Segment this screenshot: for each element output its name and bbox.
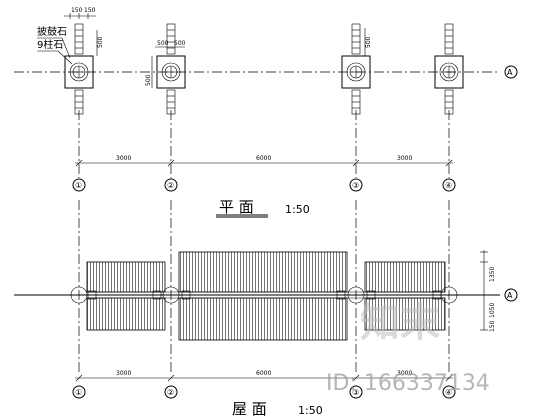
dim-label: 500 xyxy=(174,40,186,47)
roof-dim-1: 3000 xyxy=(116,370,131,377)
roof-axis-label: ① xyxy=(75,388,82,397)
roof-axis-label: ④ xyxy=(445,388,452,397)
roof-side-dim-1: 1350 xyxy=(489,267,496,282)
watermark-id: ID: 166337134 xyxy=(326,371,490,396)
dim-label: 500 xyxy=(157,40,169,47)
roof-axis-a-bubble xyxy=(504,288,518,302)
dim-label: 500 xyxy=(97,36,104,48)
plan-view: 150 150 500 500 500 500 500 披鼓石 9柱石 A xyxy=(14,7,518,218)
pillar-dimensions: 150 150 500 500 500 500 500 xyxy=(64,7,372,88)
pillar-3 xyxy=(341,23,371,115)
dim-label: 500 xyxy=(145,74,152,86)
plan-scale: 1:50 xyxy=(285,203,310,216)
base-stone-label: 披鼓石 xyxy=(37,25,67,38)
plan-axis-a-bubble xyxy=(504,65,518,79)
plan-leader-labels: 披鼓石 9柱石 xyxy=(37,25,73,65)
column-label: 9柱石 xyxy=(37,38,63,51)
roof-view: 1350 1050 150 A 3000 6000 3000 ① ② ③ xyxy=(14,200,518,418)
roof-dim-2: 6000 xyxy=(256,370,271,377)
dim-label: 150 xyxy=(84,7,96,14)
plan-axis-bubbles: ① ② ③ ④ xyxy=(72,178,456,192)
roof-side-dimension: 1350 1050 150 xyxy=(480,250,496,332)
plan-dim-1: 3000 xyxy=(116,155,131,162)
roof-title: 屋 面 xyxy=(232,400,267,418)
plan-dim-3: 3000 xyxy=(397,155,412,162)
watermark-logo: 知末 xyxy=(360,300,440,346)
roof-scale: 1:50 xyxy=(298,404,323,417)
roof-dim-3: 3000 xyxy=(397,370,412,377)
plan-axis-label: ② xyxy=(167,181,174,190)
plan-dim-2: 6000 xyxy=(256,155,271,162)
roof-axis-bubbles: ① ② ③ ④ xyxy=(72,385,456,399)
roof-panel-center xyxy=(178,251,348,341)
roof-axis-label: ② xyxy=(167,388,174,397)
dim-label: 150 xyxy=(71,7,83,14)
roof-side-dim-2: 1050 xyxy=(489,303,496,318)
roof-panel-right xyxy=(364,261,446,331)
plan-axis-label: ③ xyxy=(352,181,359,190)
roof-axis-a-label: A xyxy=(507,291,513,300)
plan-axis-a-label: A xyxy=(507,68,513,77)
plan-dimension-line: 3000 6000 3000 xyxy=(75,155,453,167)
dim-label: 500 xyxy=(365,36,372,48)
pillar-4 xyxy=(434,23,464,115)
plan-axis-label: ④ xyxy=(445,181,452,190)
roof-panel-left xyxy=(86,261,166,331)
pillar-1 xyxy=(64,23,94,115)
plan-axis-label: ① xyxy=(75,181,82,190)
pillar-2 xyxy=(156,23,186,115)
roof-ridge xyxy=(14,286,500,304)
roof-axis-label: ③ xyxy=(352,388,359,397)
roof-dimension-line: 3000 6000 3000 xyxy=(75,370,453,382)
roof-side-dim-3: 150 xyxy=(489,320,496,332)
watermark: 知末 ID: 166337134 xyxy=(326,300,490,396)
plan-title: 平 面 xyxy=(219,198,254,216)
